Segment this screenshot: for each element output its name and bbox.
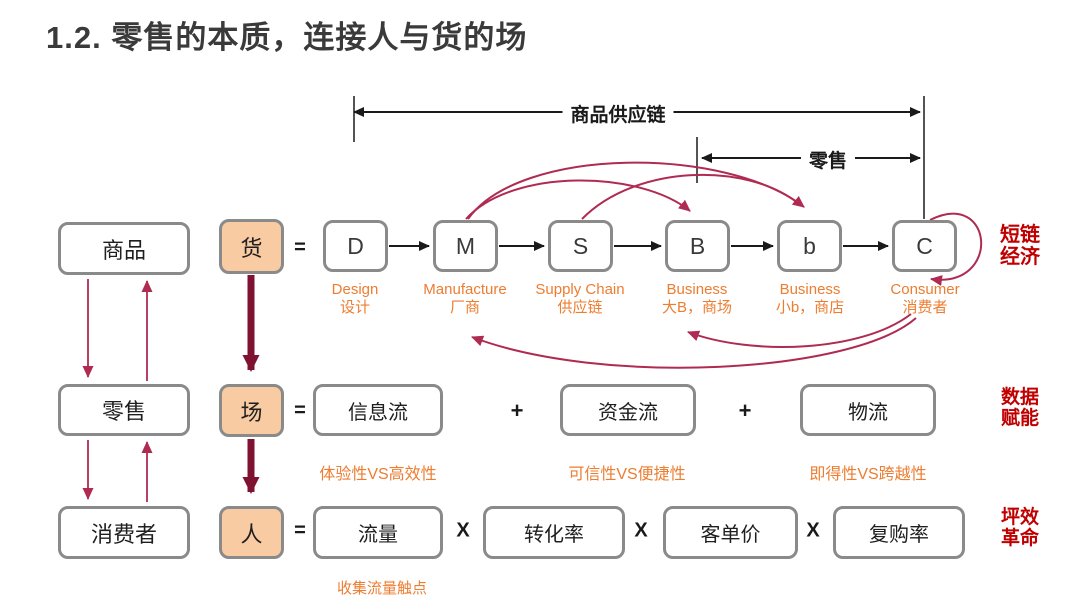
arc-m-to-B xyxy=(465,179,691,220)
page-title: 1.2. 零售的本质，连接人与货的场 xyxy=(46,20,528,55)
chain-node-S: S xyxy=(548,220,613,272)
label-business-small: Business 小b，商店 xyxy=(775,281,845,316)
label-manufacture: Manufacture 厂商 xyxy=(423,281,507,316)
arc-m-to-b xyxy=(467,161,805,220)
box-repurchase-rate: 复购率 xyxy=(833,506,965,559)
chain-node-b: b xyxy=(777,220,842,272)
equals-sign-row1: = xyxy=(294,236,306,259)
chain-node-B: B xyxy=(665,220,730,272)
note-immediacy-vs-span: 即得性VS跨越性 xyxy=(809,466,927,483)
times-sign-2: X xyxy=(634,519,648,542)
retail-bracket-label: 零售 xyxy=(800,146,856,173)
note-experience-vs-efficiency: 体验性VS高效性 xyxy=(319,466,437,483)
label-supply-chain: Supply Chain 供应链 xyxy=(535,281,625,316)
box-average-order-value: 客单价 xyxy=(663,506,798,559)
box-information-flow: 信息流 xyxy=(313,384,443,436)
arc-c-to-m xyxy=(471,317,917,369)
note-trust-vs-convenience: 可信性VS便捷性 xyxy=(568,466,686,483)
note-collect-traffic-touchpoints: 收集流量触点 xyxy=(336,580,428,597)
arc-c-self-loop xyxy=(929,212,983,286)
equals-sign-row3: = xyxy=(294,519,306,542)
box-factor-goods: 货 xyxy=(219,219,284,274)
box-conversion-rate: 转化率 xyxy=(483,506,625,559)
equals-sign-row2: = xyxy=(294,399,306,422)
box-factor-people: 人 xyxy=(219,506,284,559)
side-label-data-empowerment: 数据 赋能 xyxy=(1001,387,1040,429)
supply-chain-bracket-label: 商品供应链 xyxy=(562,100,674,127)
plus-sign-1: + xyxy=(510,398,524,423)
times-sign-3: X xyxy=(806,519,820,542)
box-retail: 零售 xyxy=(58,384,190,436)
times-sign-1: X xyxy=(456,519,470,542)
box-factor-place: 场 xyxy=(219,384,284,437)
box-consumer: 消费者 xyxy=(58,506,190,559)
label-design: Design 设计 xyxy=(331,281,379,316)
box-logistics: 物流 xyxy=(800,384,936,436)
plus-sign-2: + xyxy=(738,398,752,423)
arc-c-to-B xyxy=(687,313,912,348)
label-consumer: Consumer 消费者 xyxy=(890,281,960,316)
chain-node-D: D xyxy=(323,220,388,272)
box-capital-flow: 资金流 xyxy=(560,384,696,436)
label-business-big: Business 大B，商场 xyxy=(661,281,733,316)
box-goods-product: 商品 xyxy=(58,222,190,275)
chain-node-M: M xyxy=(433,220,498,272)
side-label-short-chain-economy: 短链 经济 xyxy=(1000,224,1040,268)
short-chain-arcs xyxy=(465,161,983,369)
chain-node-C: C xyxy=(892,220,957,272)
arc-s-to-b xyxy=(581,173,800,220)
side-label-floor-efficiency-revolution: 坪效 革命 xyxy=(1001,507,1040,549)
box-traffic: 流量 xyxy=(313,506,443,559)
left-column-arrows xyxy=(82,279,153,502)
